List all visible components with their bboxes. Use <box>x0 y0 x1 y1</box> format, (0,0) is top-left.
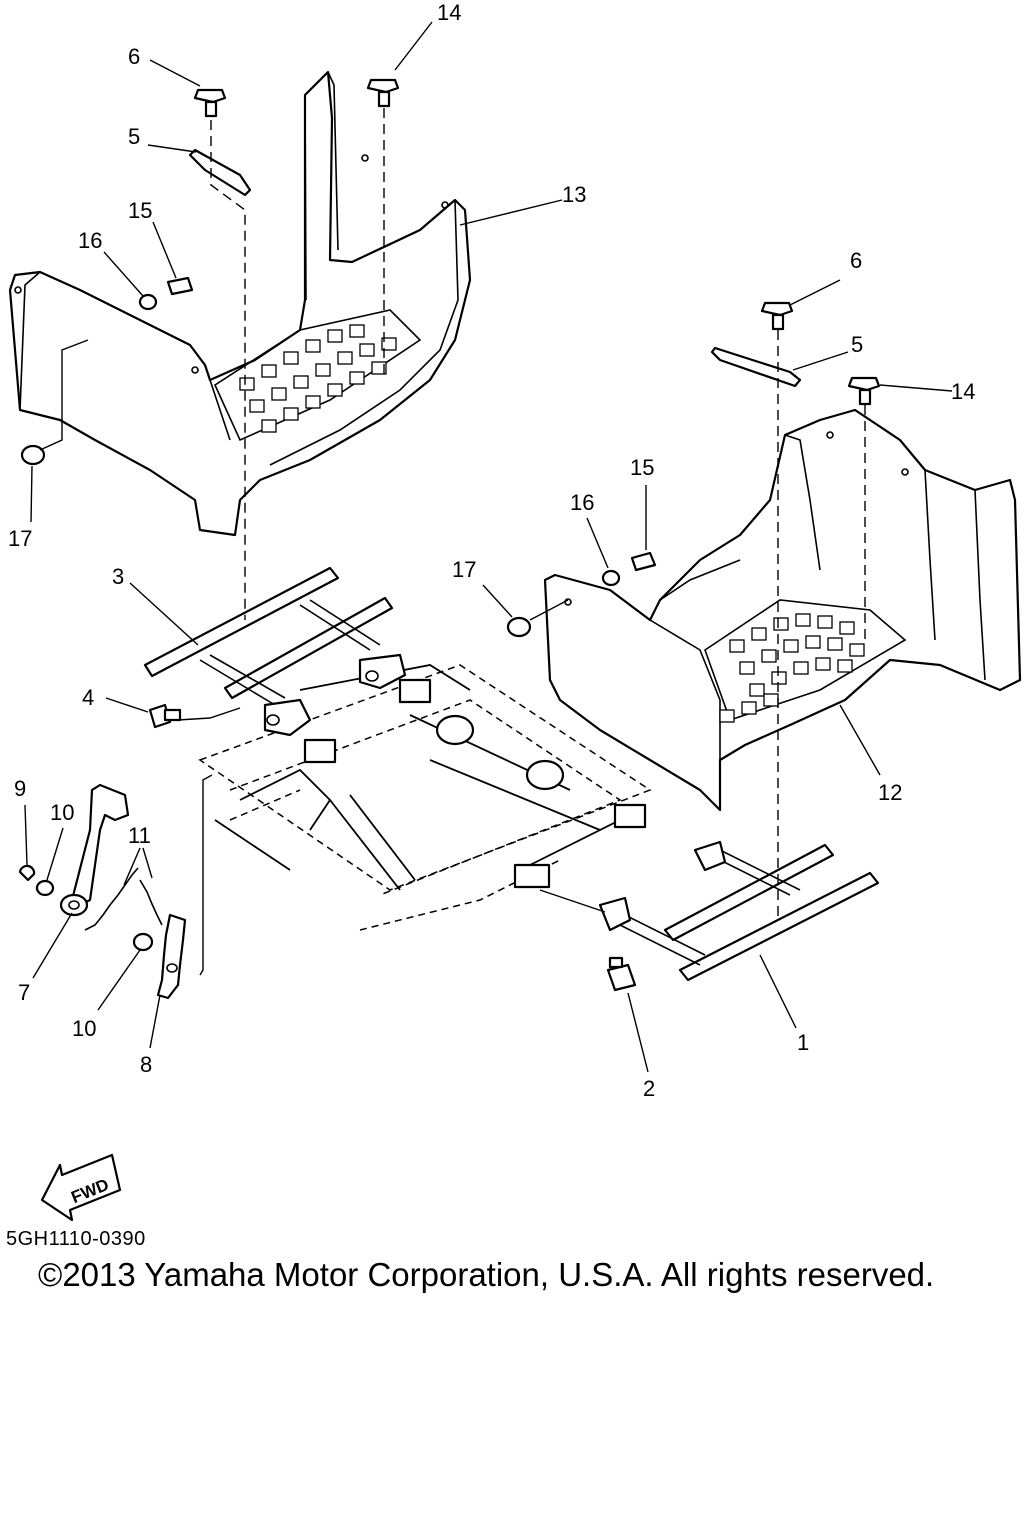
callout-14-right: 14 <box>951 379 975 404</box>
callout-9: 9 <box>14 776 26 801</box>
fasteners <box>20 78 881 992</box>
right-footrest-12 <box>543 408 1022 812</box>
callout-14: 14 <box>437 0 461 25</box>
callout-8: 8 <box>140 1052 152 1077</box>
left-footrest-grid <box>213 309 422 442</box>
callout-16: 16 <box>78 228 102 253</box>
callout-5-right: 5 <box>851 332 863 357</box>
vehicle-frame <box>198 664 652 931</box>
callout-13: 13 <box>562 182 586 207</box>
left-bracket-3 <box>143 566 407 737</box>
callout-6: 6 <box>128 44 140 69</box>
callout-16-right: 16 <box>570 490 594 515</box>
alignment-lines <box>39 108 866 976</box>
callout-11: 11 <box>128 823 151 848</box>
copyright-notice: ©2013 Yamaha Motor Corporation, U.S.A. A… <box>38 1256 935 1293</box>
callouts: 14 6 5 13 15 16 17 6 5 14 15 16 17 3 4 1… <box>8 0 975 1101</box>
callout-10-lower: 10 <box>72 1016 96 1041</box>
callout-6-right: 6 <box>850 248 862 273</box>
callout-5: 5 <box>128 124 140 149</box>
left-footrest-13 <box>8 70 472 537</box>
callout-15-right: 15 <box>630 455 654 480</box>
callout-1: 1 <box>797 1030 809 1055</box>
callout-2: 2 <box>643 1076 655 1101</box>
callout-4: 4 <box>82 685 94 710</box>
leader-lines <box>24 21 953 1073</box>
callout-10: 10 <box>50 800 74 825</box>
callout-7: 7 <box>18 980 30 1005</box>
callout-3: 3 <box>112 564 124 589</box>
callout-17-right: 17 <box>452 557 476 582</box>
fwd-arrow-icon: FWD <box>40 1153 122 1222</box>
callout-12: 12 <box>878 780 902 805</box>
callout-15: 15 <box>128 198 152 223</box>
brake-pedal-assembly <box>18 783 187 1000</box>
diagram-code: 5GH1110-0390 <box>6 1228 146 1250</box>
right-bracket-1 <box>598 840 880 982</box>
callout-17: 17 <box>8 526 32 551</box>
right-footrest-grid <box>704 599 907 723</box>
